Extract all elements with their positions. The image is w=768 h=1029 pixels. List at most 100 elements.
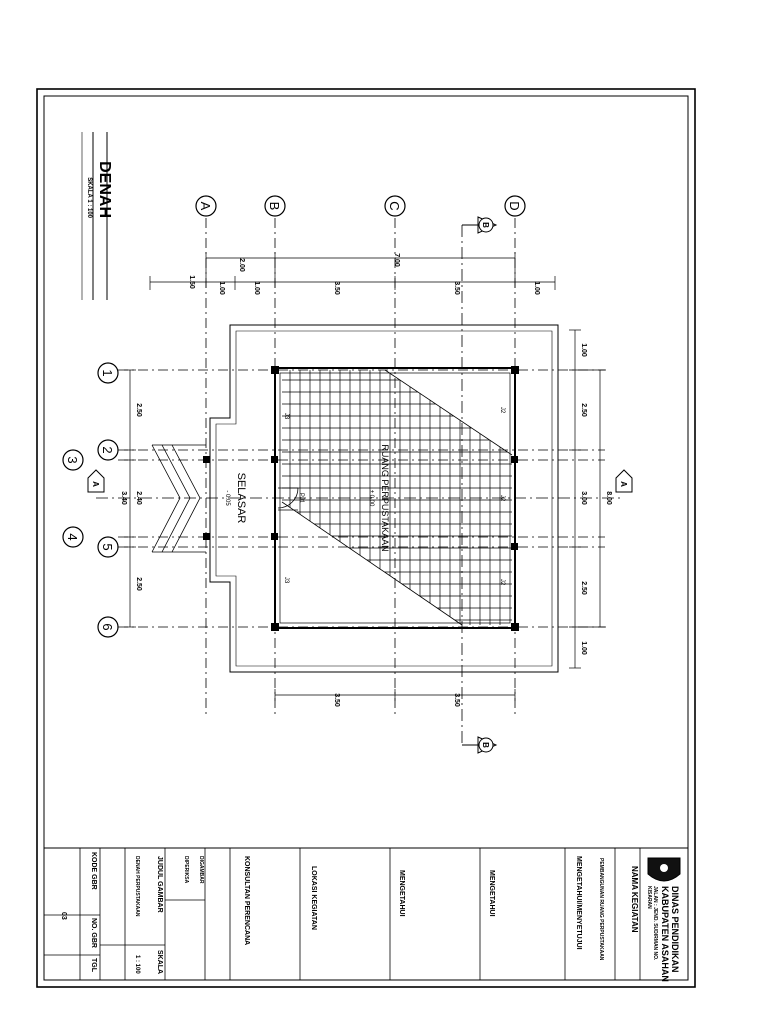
svg-text:1.00: 1.00 — [580, 343, 587, 357]
svg-text:DINAS PENDIDIKAN: DINAS PENDIDIKAN — [670, 886, 680, 973]
drawing-scale: SKALA 1 : 100 — [86, 177, 92, 218]
svg-text:2.00: 2.00 — [238, 258, 245, 272]
dimension-labels-right: 1.00 2.50 3.00 2.50 1.00 8.00 — [580, 343, 612, 655]
opening-tags: J3 J2 J2 J3 J2 PJ1 — [283, 407, 505, 586]
svg-text:KONSULTAN PERENCANA: KONSULTAN PERENCANA — [243, 856, 250, 945]
svg-text:6: 6 — [100, 623, 115, 630]
svg-text:2: 2 — [100, 446, 115, 453]
svg-text:B: B — [481, 222, 490, 228]
outer-border — [36, 88, 696, 988]
svg-text:NO. GBR: NO. GBR — [90, 918, 97, 948]
inner-border — [43, 95, 689, 981]
dimension-lines-left — [124, 369, 136, 628]
building-plinth-outline — [209, 324, 559, 673]
svg-text:A: A — [91, 481, 100, 487]
svg-text:NAMA KEGIATAN: NAMA KEGIATAN — [630, 866, 639, 933]
svg-text:2.50: 2.50 — [580, 581, 587, 595]
svg-text:1.00: 1.00 — [580, 641, 587, 655]
svg-text:MENGETAHUI: MENGETAHUI — [488, 870, 495, 917]
svg-text:A: A — [198, 202, 213, 211]
grid-bubble-4: 4 — [62, 526, 84, 548]
svg-text:J3: J3 — [283, 577, 289, 584]
svg-text:DIPERIKSA: DIPERIKSA — [183, 856, 189, 884]
svg-text:JALAN : JEND. SUDIRMAN NO.: JALAN : JEND. SUDIRMAN NO. — [652, 886, 658, 961]
svg-text:1.50: 1.50 — [188, 275, 195, 289]
dimension-lines-right — [569, 329, 606, 669]
svg-text:KODE GBR: KODE GBR — [90, 852, 97, 890]
porch-name: SELASAR — [235, 473, 247, 524]
letter-grid-lines — [205, 218, 516, 715]
porch-level: - 0.05 — [224, 490, 230, 506]
svg-text:JUDUL GAMBAR: JUDUL GAMBAR — [156, 856, 163, 913]
svg-text:2.50: 2.50 — [135, 403, 142, 417]
svg-text:J2: J2 — [499, 579, 505, 586]
section-mark-a-left: A — [87, 469, 105, 493]
svg-text:J2: J2 — [499, 407, 505, 414]
svg-text:3: 3 — [65, 456, 80, 463]
dimension-labels-left: 2.50 2.40 3.40 2.50 — [120, 403, 142, 591]
porch-steps — [151, 444, 206, 553]
svg-text:3.50: 3.50 — [453, 693, 460, 707]
svg-text:PEMBANGUNAN RUANG PERPUSTAKAAN: PEMBANGUNAN RUANG PERPUSTAKAAN — [598, 858, 604, 961]
svg-text:7.00: 7.00 — [393, 253, 400, 267]
agency-logo — [647, 857, 681, 882]
structural-columns — [203, 366, 519, 631]
svg-text:5: 5 — [100, 543, 115, 550]
svg-text:3.50: 3.50 — [333, 281, 340, 295]
svg-text:MENGETAHUI/MENYETUJUI: MENGETAHUI/MENYETUJUI — [575, 856, 582, 950]
svg-text:B: B — [481, 742, 490, 748]
svg-text:D: D — [507, 201, 522, 210]
dimension-labels-top: 1.50 2.00 1.00 1.00 7.00 3.50 3.50 1.00 — [188, 253, 540, 295]
svg-text:2.50: 2.50 — [580, 403, 587, 417]
svg-text:J3: J3 — [283, 413, 289, 420]
svg-text:1.00: 1.00 — [253, 281, 260, 295]
svg-text:2.40: 2.40 — [135, 491, 142, 505]
hatch-edge-2 — [281, 501, 463, 626]
svg-text:4: 4 — [65, 533, 80, 540]
grid-bubble-3: 3 — [62, 449, 84, 471]
svg-text:2.50: 2.50 — [135, 577, 142, 591]
grid-bubble-d: D — [504, 195, 526, 217]
grid-bubble-5: 5 — [97, 536, 119, 558]
hatch-edge-1 — [384, 369, 513, 456]
svg-text:KABUPATEN ASAHAN: KABUPATEN ASAHAN — [660, 886, 670, 982]
drawing-title: DENAH — [96, 161, 113, 218]
svg-text:SKALA: SKALA — [156, 950, 163, 974]
svg-text:A: A — [619, 481, 628, 487]
main-door — [277, 487, 299, 511]
grid-bubble-b: B — [264, 195, 286, 217]
title-block-texts: DINAS PENDIDIKAN KABUPATEN ASAHAN JALAN … — [60, 852, 680, 982]
floor-tile-hatch — [282, 370, 512, 625]
svg-text:LOKASI KEGIATAN: LOKASI KEGIATAN — [310, 866, 317, 930]
svg-text:3.50: 3.50 — [453, 281, 460, 295]
title-block-grid — [44, 848, 641, 980]
drawing-title-group: DENAH SKALA 1 : 100 — [86, 161, 113, 219]
section-mark-b-bottom: B — [462, 736, 498, 754]
svg-text:1.00: 1.00 — [533, 281, 540, 295]
grid-bubble-1: 1 — [97, 362, 119, 384]
svg-text:C: C — [387, 201, 402, 210]
svg-text:1: 1 — [100, 369, 115, 376]
dimension-lines-top — [149, 252, 556, 290]
dimension-lines-bottom — [274, 689, 516, 701]
section-mark-a-right: A — [615, 469, 633, 493]
svg-text:B: B — [267, 202, 282, 211]
grid-bubble-6: 6 — [97, 616, 119, 638]
number-grid-lines — [118, 369, 605, 628]
svg-text:1 : 100: 1 : 100 — [134, 955, 140, 974]
svg-text:1.00: 1.00 — [218, 281, 225, 295]
svg-text:MENGETAHUI: MENGETAHUI — [398, 870, 405, 917]
svg-text:3.50: 3.50 — [333, 693, 340, 707]
section-mark-b-top: B — [462, 216, 498, 234]
dimension-labels-bottom: 3.50 3.50 — [333, 693, 460, 707]
svg-text:KISARAN: KISARAN — [646, 886, 652, 909]
building-plinth-inner — [215, 330, 553, 667]
svg-text:03: 03 — [60, 912, 67, 920]
grid-bubble-c: C — [384, 195, 406, 217]
svg-text:DENAH PERPUSTAKAAN: DENAH PERPUSTAKAAN — [134, 856, 140, 917]
svg-text:DIGAMBAR: DIGAMBAR — [198, 856, 204, 884]
svg-text:TGL: TGL — [90, 958, 97, 973]
grid-bubble-a: A — [195, 195, 217, 217]
